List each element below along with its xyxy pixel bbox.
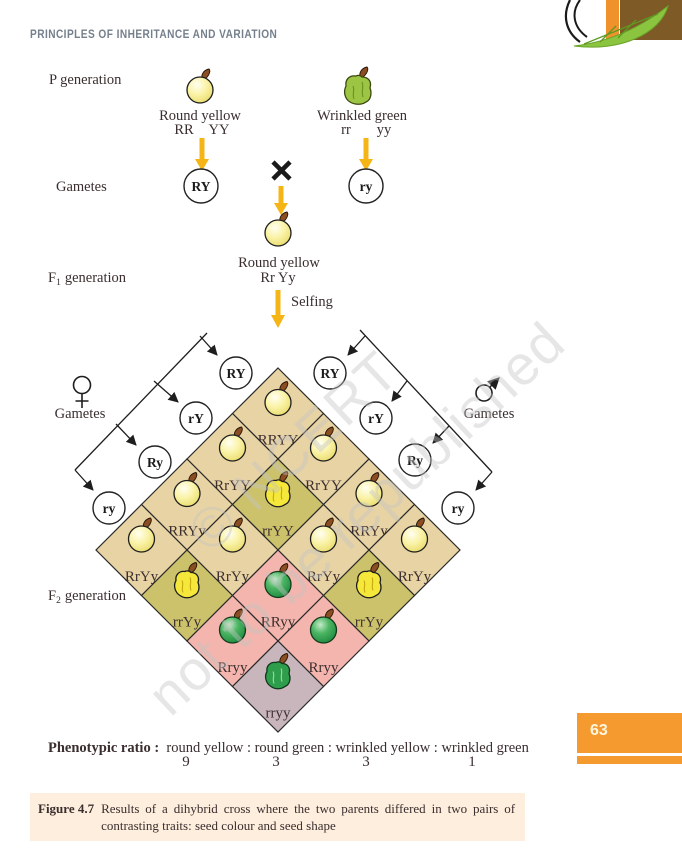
right-gamete-circles: RY rY Ry ry <box>313 356 475 525</box>
genotype-label: RrYY <box>214 478 251 494</box>
phenotypic-ratio: Phenotypic ratio : round yellow : round … <box>48 740 529 757</box>
f1-seed-icon <box>265 212 291 246</box>
female-gametes-label: Gametes <box>55 406 106 422</box>
ncert-logo-icon <box>564 0 682 48</box>
page-header: PRINCIPLES OF INHERITANCE AND VARIATION <box>30 29 278 41</box>
cross-icon <box>271 160 292 181</box>
parent1-gamete-circle: RY <box>183 168 219 204</box>
genotype-label: RrYy <box>398 569 432 585</box>
figure-caption-label: Figure 4.7 <box>38 801 95 816</box>
parent1-gamete-value: RY <box>191 179 210 194</box>
genotype-label: RRYy <box>168 524 206 540</box>
genotype-label: Rryy <box>309 660 340 676</box>
gamete-value: ry <box>103 501 116 516</box>
parent2-seed-icon <box>345 67 371 104</box>
figure-caption: Figure 4.7 Results of a dihybrid cross w… <box>30 793 525 841</box>
gamete-circle: RY <box>219 356 253 390</box>
genotype-label: rrYy <box>355 615 384 631</box>
gamete-value: RY <box>320 366 339 381</box>
gamete-value: ry <box>452 501 465 516</box>
male-icon <box>475 377 500 402</box>
genotype-label: RrYy <box>307 569 341 585</box>
male-gametes-label: Gametes <box>464 406 515 422</box>
parent2-phenotype: Wrinkled green <box>317 108 408 124</box>
parent2-allele1: rr <box>341 122 351 138</box>
selfing-label: Selfing <box>291 294 333 310</box>
genotype-label: RRYy <box>350 524 388 540</box>
f1-phenotype: Round yellow <box>238 255 320 271</box>
gamete-circle: RY <box>313 356 347 390</box>
gamete-value: rY <box>368 411 384 426</box>
gamete-circle: Ry <box>138 445 172 479</box>
p-generation-label: P generation <box>49 72 122 88</box>
parent2-arrow <box>359 138 373 171</box>
genotype-label: Rryy <box>218 660 249 676</box>
ratio-label: Phenotypic ratio : <box>48 740 160 756</box>
cross-to-f1-arrow <box>274 186 288 215</box>
gamete-value: rY <box>188 411 204 426</box>
genotype-label: rryy <box>266 706 291 722</box>
genotype-label: RrYY <box>305 478 342 494</box>
ratio-value-wrinkled-green: 1 <box>468 754 476 770</box>
parent1-phenotype: Round yellow <box>159 108 241 124</box>
gamete-circle: rY <box>359 401 393 435</box>
gamete-circle: Ry <box>398 443 432 477</box>
genotype-label: rrYY <box>262 524 294 540</box>
gamete-value: RY <box>226 366 245 381</box>
genotype-label: rrYy <box>173 615 202 631</box>
parent1-allele1: RR <box>174 122 194 138</box>
gamete-value: Ry <box>407 453 423 468</box>
ratio-value-round-yellow: 9 <box>182 754 190 770</box>
page-number-badge: 63 <box>577 713 682 753</box>
punnett-cell-rryy: rryy <box>231 640 325 733</box>
parent2-allele2: yy <box>377 122 392 138</box>
parent2-gamete-circle: ry <box>348 168 384 204</box>
ratio-value-round-green: 3 <box>272 754 280 770</box>
genotype-label: RrYy <box>216 569 250 585</box>
dihybrid-cross-diagram: P generation Round yellow RR YY Wrinkled… <box>48 0 515 733</box>
genotype-label: RrYy <box>125 569 159 585</box>
parent1-seed-icon <box>187 69 213 103</box>
gamete-value: Ry <box>147 455 163 470</box>
figure-caption-text: Results of a dihybrid cross where the tw… <box>101 801 516 833</box>
gamete-circle: ry <box>92 491 126 525</box>
left-gamete-circles: RY rY Ry ry <box>92 356 253 525</box>
p-gametes-label: Gametes <box>56 179 107 195</box>
gamete-circle: rY <box>179 401 213 435</box>
parent2-gamete-value: ry <box>360 179 373 194</box>
gamete-lines-left <box>74 332 218 491</box>
ratio-text: round yellow : round green : wrinkled ye… <box>166 740 529 756</box>
page-number: 63 <box>590 722 608 739</box>
ratio-value-wrinkled-yellow: 3 <box>362 754 370 770</box>
parent1-allele2: YY <box>209 122 230 138</box>
gamete-lines-right <box>347 329 493 491</box>
punnett-square: RRYY RrYY RrYY RRYy rrYY RRYy RrYy RrYy … <box>95 367 461 733</box>
selfing-arrow <box>271 290 285 328</box>
gamete-circle: ry <box>441 491 475 525</box>
page-number-bar <box>577 756 682 764</box>
genotype-label: RRYY <box>258 433 299 449</box>
genotype-label: RRyy <box>261 615 296 631</box>
female-icon <box>72 375 92 408</box>
parent1-arrow <box>195 138 209 171</box>
f1-genotype: Rr Yy <box>260 270 296 286</box>
